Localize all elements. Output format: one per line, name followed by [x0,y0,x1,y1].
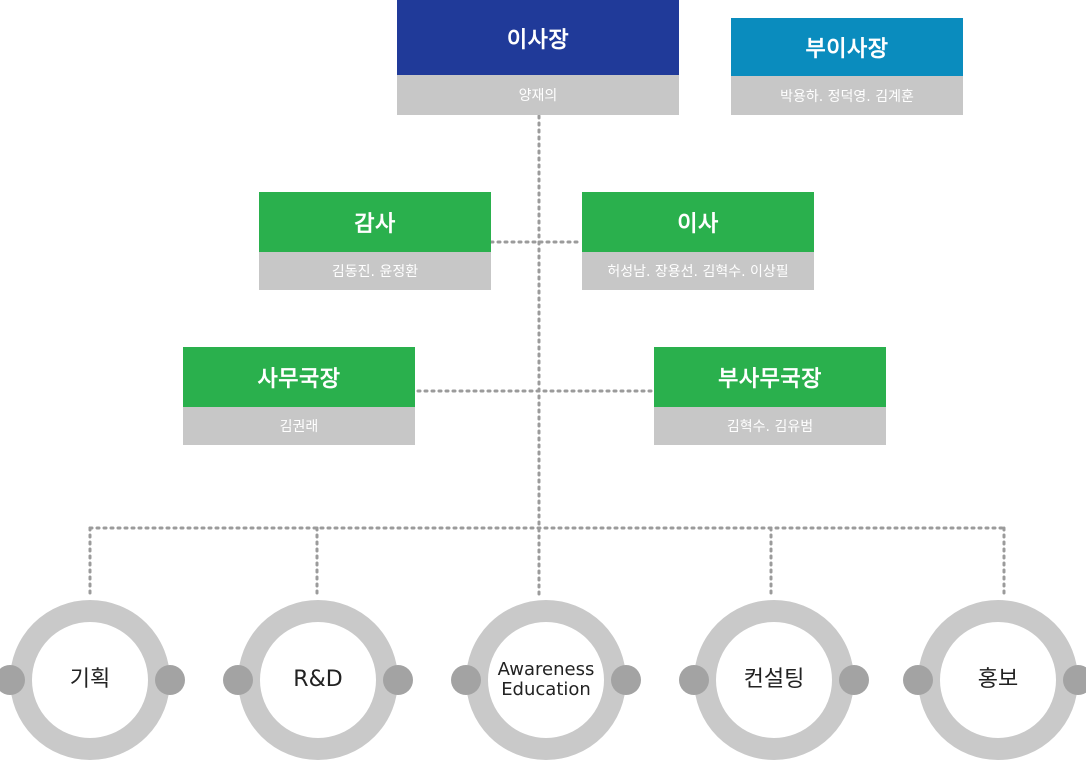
vice-chairman-names: 박용하. 정덕영. 김계훈 [731,76,963,115]
department-awareness-education: Awareness Education [451,600,641,760]
chairman-title: 이사장 [397,0,679,75]
ring-knob-left [451,665,481,695]
deputy-secretary-general-box: 부사무국장 김혁수. 김유범 [654,347,886,445]
ring-knob-left [223,665,253,695]
department-label: 홍보 [977,666,1019,692]
ring-knob-left [0,665,25,695]
ring-knob-right [611,665,641,695]
auditor-box: 감사 김동진. 윤정환 [259,192,491,290]
department-label: Awareness Education [497,659,595,700]
ring-knob-right [155,665,185,695]
director-names: 허성남. 장용선. 김혁수. 이상필 [582,252,814,290]
deputy-secretary-general-title: 부사무국장 [654,347,886,407]
auditor-names: 김동진. 윤정환 [259,252,491,290]
department-pr: 홍보 [903,600,1086,760]
chairman-names: 양재의 [397,75,679,115]
ring-knob-right [839,665,869,695]
department-label: R&D [293,666,343,692]
vice-chairman-box: 부이사장 박용하. 정덕영. 김계훈 [731,18,963,115]
director-box: 이사 허성남. 장용선. 김혁수. 이상필 [582,192,814,290]
ring-knob-right [1063,665,1086,695]
ring-knob-left [679,665,709,695]
auditor-title: 감사 [259,192,491,252]
ring-knob-right [383,665,413,695]
secretary-general-box: 사무국장 김권래 [183,347,415,445]
ring-knob-left [903,665,933,695]
department-label: 컨설팅 [743,666,805,692]
chairman-box: 이사장 양재의 [397,0,679,115]
secretary-general-names: 김권래 [183,407,415,445]
deputy-secretary-general-names: 김혁수. 김유범 [654,407,886,445]
department-label: 기획 [69,666,111,692]
department-planning: 기획 [0,600,185,760]
department-rnd: R&D [223,600,413,760]
secretary-general-title: 사무국장 [183,347,415,407]
vice-chairman-title: 부이사장 [731,18,963,76]
director-title: 이사 [582,192,814,252]
department-consulting: 컨설팅 [679,600,869,760]
